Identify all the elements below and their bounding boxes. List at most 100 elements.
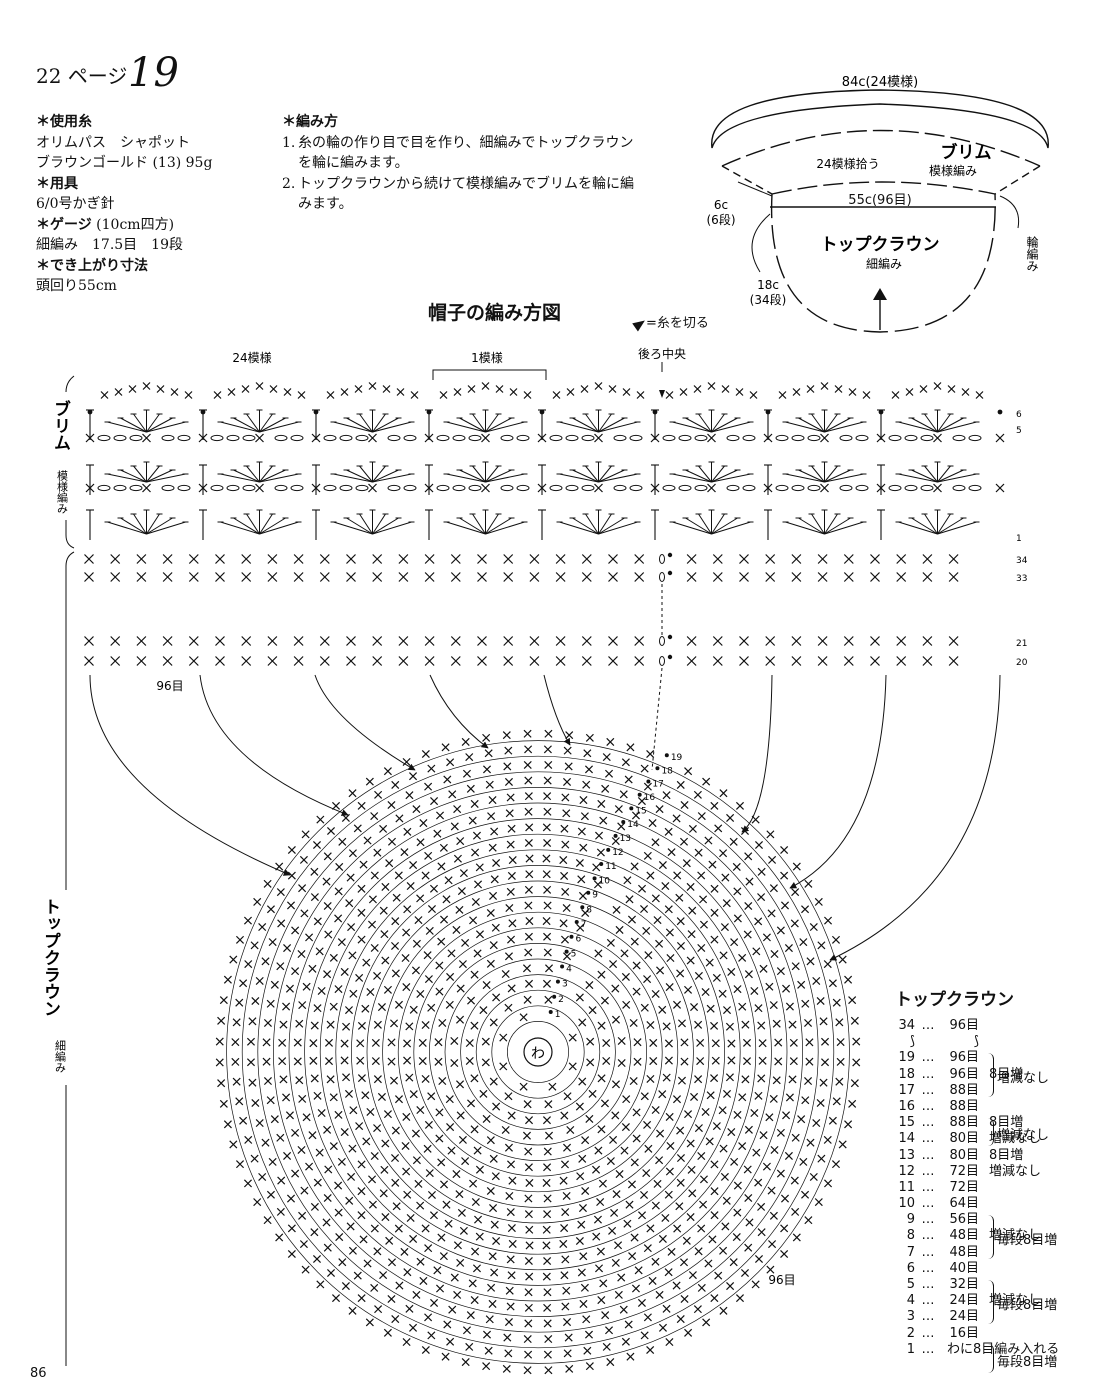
single-crochet-icon bbox=[507, 936, 514, 943]
single-crochet-icon bbox=[739, 1143, 746, 1150]
chain-stitch-icon bbox=[921, 485, 933, 490]
cut-arrow-icon bbox=[659, 390, 665, 398]
single-crochet-icon bbox=[680, 389, 687, 396]
single-crochet-icon bbox=[656, 967, 663, 974]
single-crochet-icon bbox=[723, 1197, 730, 1204]
single-crochet-icon bbox=[371, 1152, 378, 1159]
round-number-label: 18 bbox=[661, 766, 673, 776]
single-crochet-icon bbox=[820, 1018, 827, 1025]
chain-stitch-icon bbox=[566, 485, 578, 490]
single-crochet-icon bbox=[384, 986, 391, 993]
chain-stitch-icon bbox=[114, 485, 126, 490]
single-crochet-icon bbox=[678, 1020, 685, 1027]
single-crochet-icon bbox=[736, 802, 743, 809]
single-crochet-icon bbox=[722, 874, 729, 881]
single-crochet-icon bbox=[563, 1144, 570, 1151]
single-crochet-icon bbox=[189, 573, 198, 582]
single-crochet-icon bbox=[719, 1107, 726, 1114]
single-crochet-icon bbox=[443, 896, 450, 903]
direction-arrow bbox=[830, 675, 1000, 960]
single-crochet-icon bbox=[189, 657, 198, 666]
chain-stitch-icon bbox=[243, 435, 255, 440]
single-crochet-icon bbox=[489, 1204, 496, 1211]
chain-stitch-icon bbox=[178, 435, 190, 440]
round-number: 2 bbox=[895, 1326, 915, 1342]
single-crochet-icon bbox=[526, 855, 533, 862]
single-crochet-icon bbox=[264, 880, 271, 887]
single-crochet-icon bbox=[560, 856, 567, 863]
single-crochet-icon bbox=[371, 1225, 378, 1232]
single-crochet-icon bbox=[677, 1315, 684, 1322]
direction-arrow bbox=[790, 675, 886, 888]
chain-stitch-icon bbox=[388, 485, 400, 490]
single-crochet-icon bbox=[526, 1242, 533, 1249]
single-crochet-icon bbox=[544, 1257, 551, 1264]
single-crochet-icon bbox=[758, 868, 765, 875]
single-crochet-icon bbox=[694, 386, 701, 393]
single-crochet-icon bbox=[259, 923, 266, 930]
single-crochet-icon bbox=[242, 386, 249, 393]
single-crochet-icon bbox=[770, 1212, 777, 1219]
single-crochet-icon bbox=[430, 885, 437, 892]
single-crochet-icon bbox=[392, 970, 399, 977]
slip-stitch-icon bbox=[668, 571, 672, 575]
single-crochet-icon bbox=[545, 1101, 552, 1108]
single-crochet-icon bbox=[525, 1195, 532, 1202]
single-crochet-icon bbox=[753, 1149, 760, 1156]
single-crochet-icon bbox=[399, 573, 408, 582]
single-crochet-icon bbox=[853, 1059, 860, 1066]
single-crochet-icon bbox=[805, 880, 812, 887]
single-crochet-icon bbox=[561, 872, 568, 879]
single-crochet-icon bbox=[563, 810, 570, 817]
chain-stitch-icon bbox=[227, 435, 239, 440]
single-crochet-icon bbox=[742, 1076, 749, 1083]
single-crochet-icon bbox=[485, 750, 492, 757]
single-crochet-icon bbox=[346, 900, 353, 907]
single-crochet-icon bbox=[259, 1173, 266, 1180]
single-crochet-icon bbox=[476, 1233, 483, 1240]
single-crochet-icon bbox=[759, 1057, 766, 1064]
single-crochet-icon bbox=[579, 1078, 586, 1085]
slip-stitch-icon bbox=[668, 553, 672, 557]
single-crochet-icon bbox=[476, 931, 483, 938]
single-crochet-icon bbox=[324, 853, 331, 860]
single-crochet-icon bbox=[567, 1126, 574, 1133]
single-crochet-icon bbox=[802, 1097, 809, 1104]
single-crochet-icon bbox=[298, 950, 305, 957]
single-crochet-icon bbox=[781, 1195, 788, 1202]
single-crochet-icon bbox=[317, 1281, 324, 1288]
direction-arrow bbox=[742, 675, 772, 832]
chain-stitch-icon bbox=[98, 435, 110, 440]
single-crochet-icon bbox=[508, 1272, 515, 1279]
single-crochet-icon bbox=[264, 1217, 271, 1224]
single-crochet-icon bbox=[292, 1170, 299, 1177]
single-crochet-icon bbox=[410, 1006, 417, 1013]
single-crochet-icon bbox=[641, 1004, 648, 1011]
single-crochet-icon bbox=[734, 1111, 741, 1118]
stitch-count: 72目 bbox=[941, 1164, 979, 1180]
single-crochet-icon bbox=[545, 965, 552, 972]
single-crochet-icon bbox=[232, 1058, 239, 1065]
chain-stitch-icon bbox=[921, 435, 933, 440]
single-crochet-icon bbox=[773, 1020, 780, 1027]
single-crochet-icon bbox=[766, 1114, 773, 1121]
single-crochet-icon bbox=[815, 1198, 822, 1205]
single-crochet-icon bbox=[478, 637, 487, 646]
single-crochet-icon bbox=[347, 555, 356, 564]
single-crochet-icon bbox=[320, 637, 329, 646]
chain-stitch-icon bbox=[840, 485, 852, 490]
single-crochet-icon bbox=[388, 1058, 395, 1065]
single-crochet-icon bbox=[687, 573, 696, 582]
single-crochet-icon bbox=[665, 1040, 672, 1047]
single-crochet-icon bbox=[137, 555, 146, 564]
round-number: 10 bbox=[895, 1196, 915, 1212]
single-crochet-icon bbox=[530, 573, 539, 582]
single-crochet-icon bbox=[545, 1132, 552, 1139]
single-crochet-icon bbox=[356, 1122, 363, 1129]
single-crochet-icon bbox=[654, 917, 661, 924]
single-crochet-icon bbox=[659, 1324, 666, 1331]
single-crochet-icon bbox=[303, 983, 310, 990]
chain-stitch-icon bbox=[275, 435, 287, 440]
single-crochet-icon bbox=[525, 1164, 532, 1171]
single-crochet-icon bbox=[652, 1258, 659, 1265]
